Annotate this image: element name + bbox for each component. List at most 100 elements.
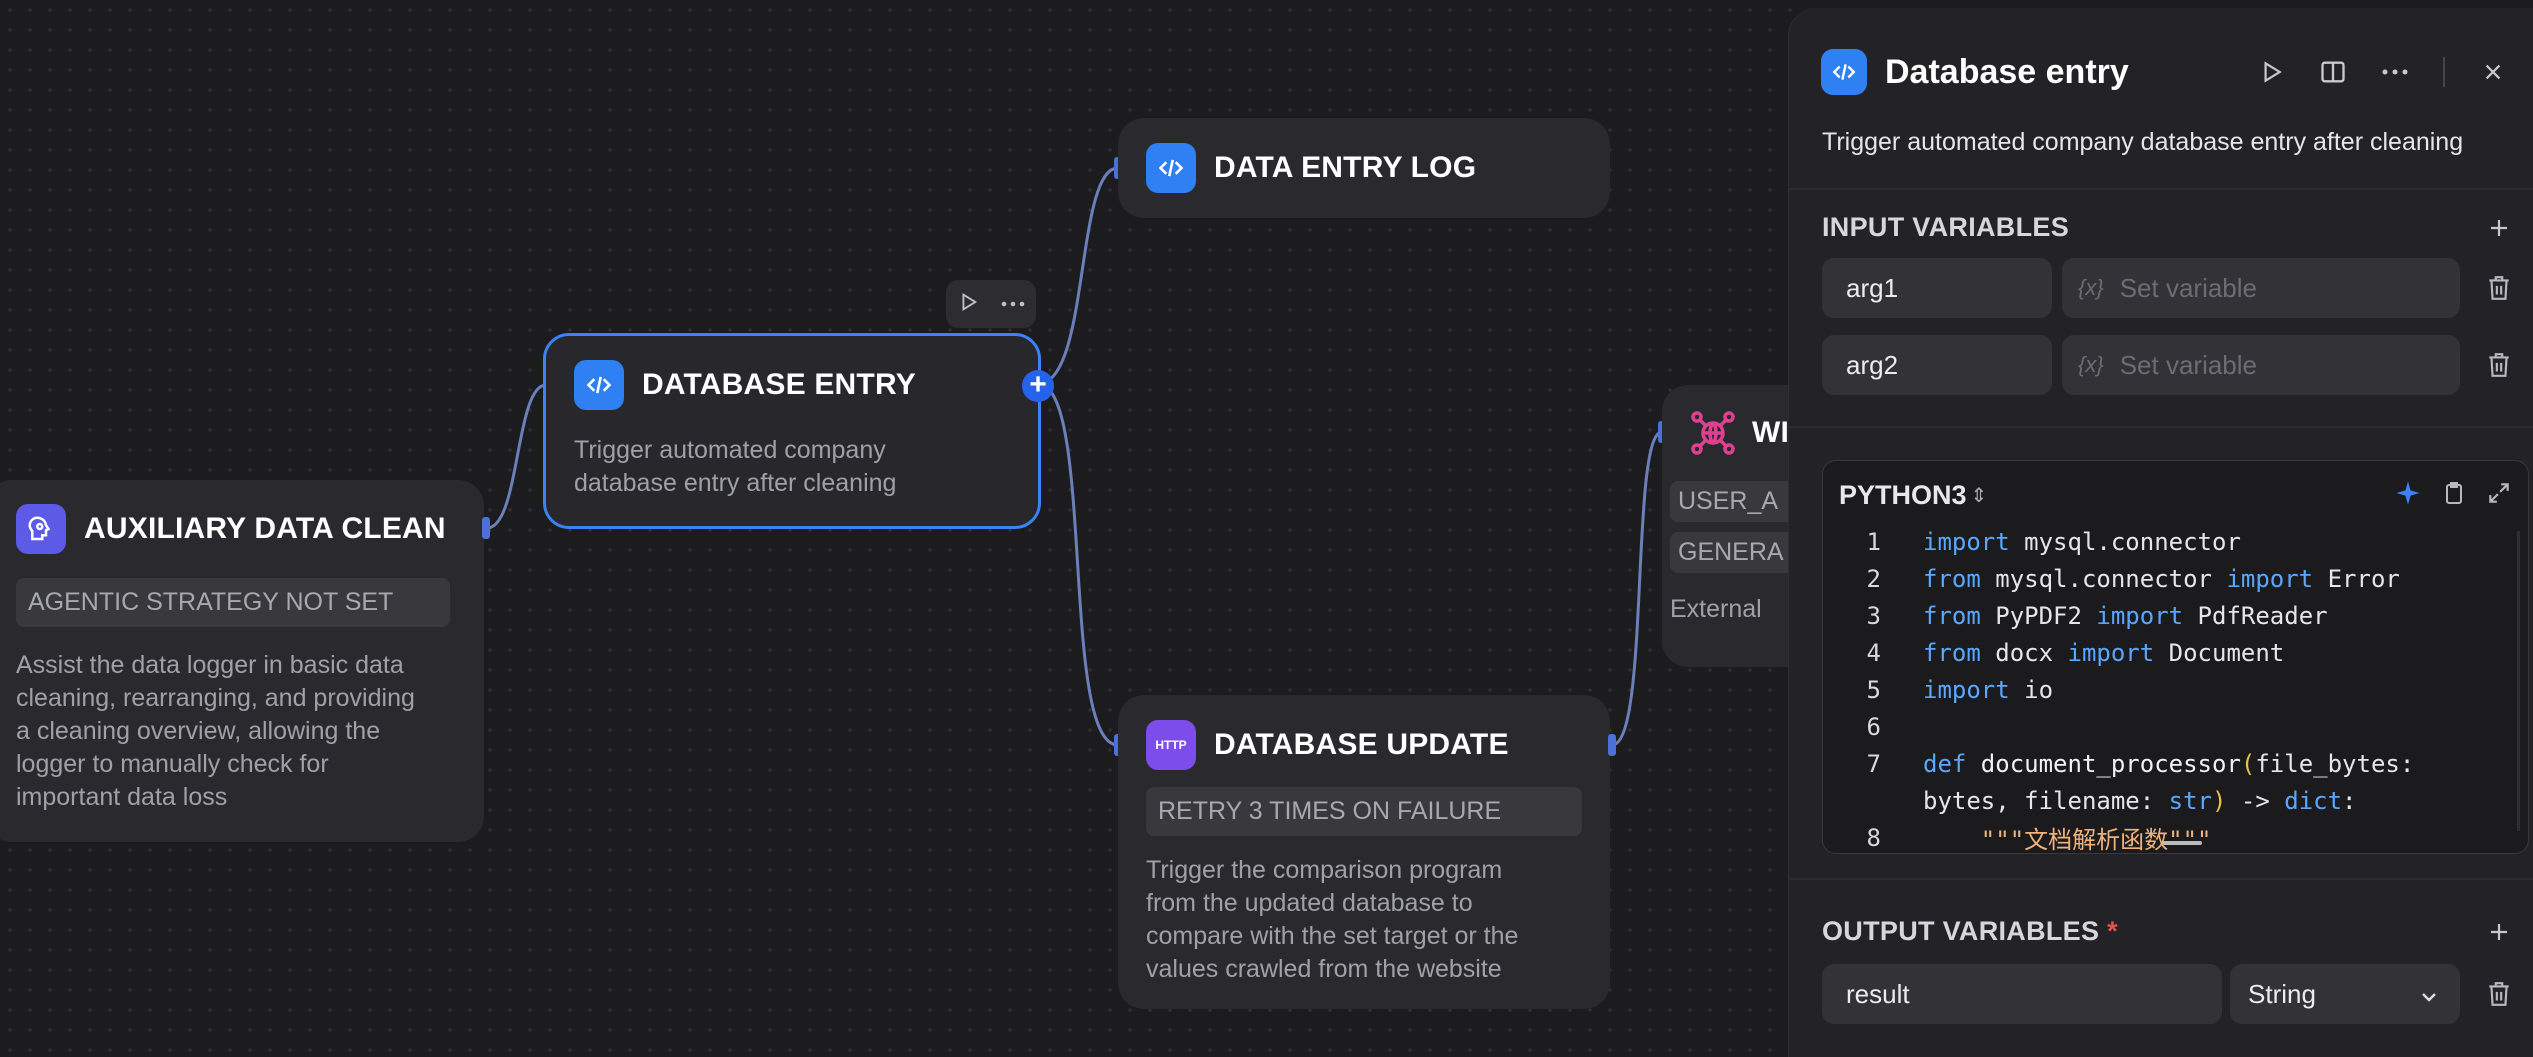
code-line[interactable]: 8 """文档解析函数""" [1823, 819, 2528, 854]
code-token: bytes, filename: [1923, 786, 2169, 815]
node-title: AUXILIARY DATA CLEAN [84, 512, 446, 545]
line-number: 3 [1866, 601, 1881, 630]
variable-icon: {x} [2078, 352, 2104, 377]
variable-value-select[interactable]: {x} Set variable [2062, 258, 2460, 318]
add-input-variable-button[interactable] [2481, 210, 2517, 246]
output-name-input[interactable]: result [1822, 964, 2222, 1024]
web-tag-1: USER_A [1670, 481, 1806, 522]
code-token: from [1923, 601, 1981, 630]
node-title: DATABASE ENTRY [642, 368, 916, 401]
trash-icon[interactable] [2481, 347, 2517, 383]
code-token: ) [2212, 786, 2227, 815]
run-node-icon[interactable] [957, 291, 979, 318]
close-icon[interactable] [2473, 52, 2513, 92]
add-output-variable-button[interactable] [2481, 914, 2517, 950]
code-token: dict [2284, 786, 2343, 815]
input-variables-title: INPUT VARIABLES [1822, 212, 2070, 242]
vertical-scrollbar[interactable] [2517, 531, 2520, 831]
node-settings-panel: Database entry Trigger automated company… [1788, 8, 2533, 1057]
code-token: PdfReader [2183, 601, 2328, 630]
code-token: """文档解析函数""" [1923, 826, 2212, 854]
chevron-down-icon [2420, 979, 2438, 1010]
node-data-entry-log[interactable]: DATA ENTRY LOG [1118, 118, 1610, 218]
variable-name-input[interactable]: arg1 [1822, 258, 2052, 318]
variable-name-input[interactable]: arg2 [1822, 335, 2052, 395]
output-type-select[interactable]: String [2230, 964, 2460, 1024]
trash-icon[interactable] [2481, 270, 2517, 306]
code-tools [2394, 479, 2512, 512]
update-output-handle[interactable] [1608, 734, 1616, 756]
node-title: DATA ENTRY LOG [1214, 151, 1477, 184]
divider [1789, 188, 2533, 190]
panel-description[interactable]: Trigger automated company database entry… [1822, 128, 2464, 156]
divider [1789, 878, 2533, 880]
input-variable-row: arg2 {x} Set variable [1822, 335, 2517, 395]
code-token: Error [2313, 564, 2400, 593]
code-line[interactable]: 1 import mysql.connector [1823, 523, 2528, 560]
code-token: import [1923, 527, 2010, 556]
strategy-tag: AGENTIC STRATEGY NOT SET [16, 578, 450, 627]
divider [1789, 426, 2533, 428]
code-token: import [2096, 601, 2184, 630]
sparkle-icon[interactable] [2394, 479, 2422, 512]
node-database-update[interactable]: HTTP DATABASE UPDATE RETRY 3 TIMES ON FA… [1118, 695, 1610, 1009]
line-number: 5 [1866, 675, 1881, 704]
node-auxiliary-data-clean[interactable]: AUXILIARY DATA CLEAN AGENTIC STRATEGY NO… [0, 480, 484, 842]
panel-title: Database entry [1885, 52, 2129, 91]
code-icon [1146, 143, 1196, 193]
node-description: Trigger the comparison program from the … [1146, 856, 1519, 983]
copy-icon[interactable] [2442, 480, 2466, 511]
more-icon[interactable] [1001, 295, 1025, 313]
code-token: : [2342, 786, 2357, 815]
line-number: 1 [1866, 527, 1881, 556]
panel-header: Database entry [1821, 42, 2513, 102]
aux-output-handle[interactable] [482, 517, 490, 539]
expand-icon[interactable] [2486, 480, 2512, 511]
line-number: 7 [1866, 749, 1881, 778]
more-icon[interactable] [2375, 52, 2415, 92]
node-database-entry[interactable]: DATABASE ENTRY Trigger automated company… [543, 333, 1041, 529]
node-header: DATA ENTRY LOG [1146, 118, 1582, 218]
book-icon[interactable] [2313, 52, 2353, 92]
variable-value-select[interactable]: {x} Set variable [2062, 335, 2460, 395]
language-select[interactable]: PYTHON3 [1839, 479, 1967, 510]
trash-icon[interactable] [2481, 976, 2517, 1012]
code-line[interactable]: 6 [1823, 708, 2528, 745]
node-header: WI [1688, 385, 1934, 481]
node-header: DATABASE ENTRY [574, 336, 1010, 434]
code-token: ( [2240, 749, 2256, 778]
code-line[interactable]: bytes, filename: str) -> dict: [1823, 782, 2528, 819]
code-token: -> [2226, 786, 2285, 815]
required-mark: * [2107, 916, 2118, 946]
code-token: import [1923, 675, 2010, 704]
code-token: mysql.connector [1980, 564, 2227, 593]
code-token: mysql.connector [2009, 527, 2241, 556]
retry-tag: RETRY 3 TIMES ON FAILURE [1146, 787, 1582, 836]
edge-aux-to-entry [486, 383, 547, 530]
output-variable-row: result String [1822, 964, 2517, 1024]
variable-placeholder: Set variable [2119, 349, 2258, 380]
node-description: Assist the data logger in basic data cle… [16, 651, 415, 811]
divider [2443, 57, 2445, 87]
code-token: Document [2154, 638, 2285, 667]
code-token: import [2226, 564, 2314, 593]
edge-update-to-web [1611, 430, 1663, 747]
add-next-node-button[interactable]: + [1022, 370, 1054, 402]
chevron-updown-icon[interactable]: ⇕ [1970, 484, 1988, 507]
edge-entry-to-log [1037, 166, 1119, 386]
run-step-button[interactable] [2251, 52, 2291, 92]
input-variable-row: arg1 {x} Set variable [1822, 258, 2517, 318]
node-mini-toolbar [946, 280, 1036, 328]
variable-icon: {x} [2078, 275, 2104, 300]
line-number: 8 [1866, 823, 1881, 852]
horizontal-scrollbar[interactable] [2162, 841, 2202, 845]
web-crawler-icon [1688, 408, 1738, 458]
code-token: document_processor [1966, 749, 2241, 778]
